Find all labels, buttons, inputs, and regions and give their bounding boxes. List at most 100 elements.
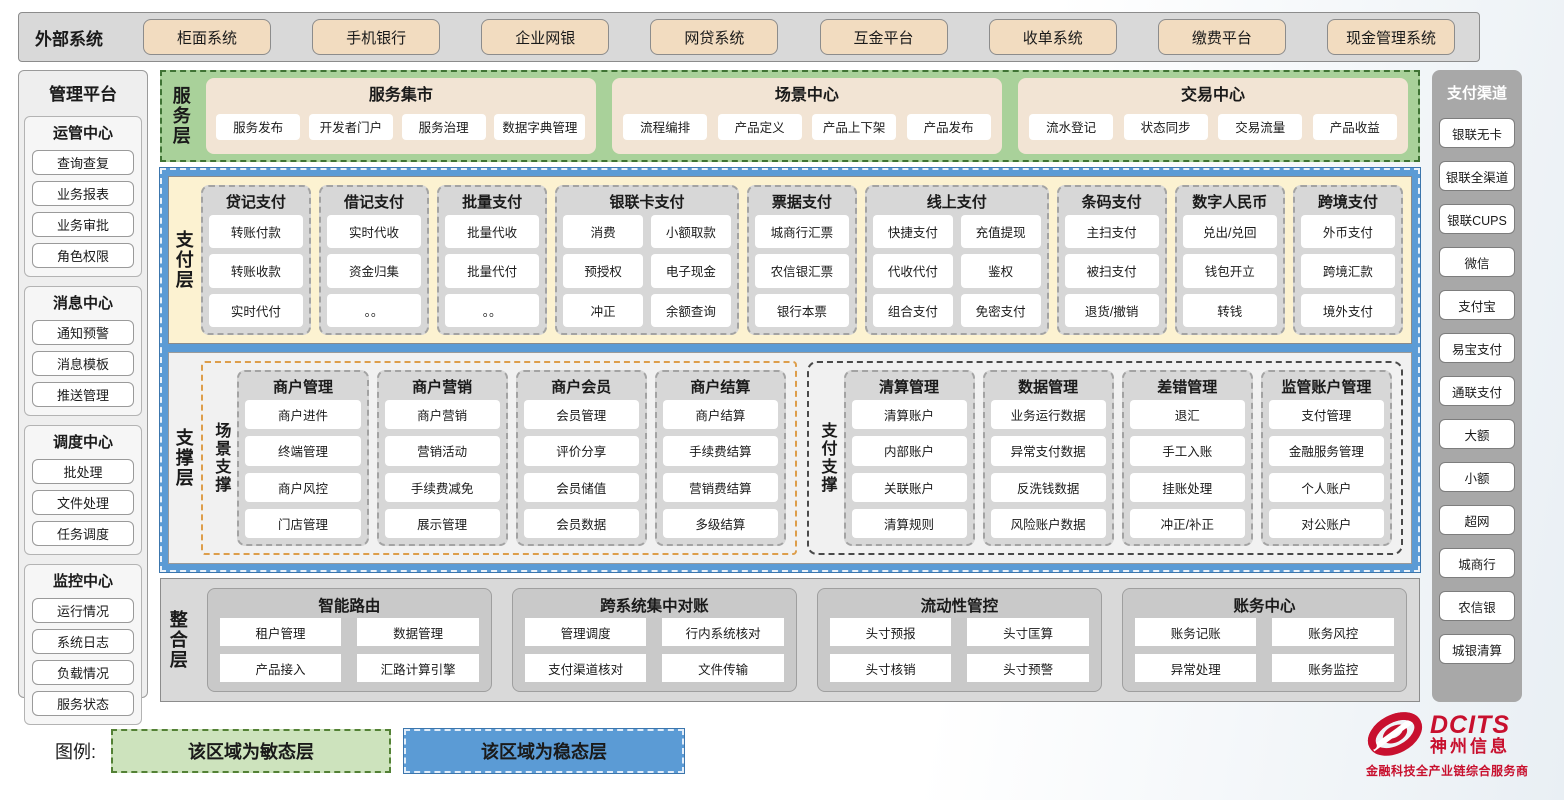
external-system-button: 现金管理系统 [1326, 19, 1455, 55]
service-item-button: 数据字典管理 [494, 113, 586, 140]
support-item-button: 清算账户 [851, 400, 967, 430]
service-item-button: 开发者门户 [308, 113, 393, 140]
management-item-button: 业务审批 [32, 212, 134, 237]
support-column: 商户结算商户结算手续费结算营销费结算多级结算 [654, 370, 786, 546]
management-group-title: 消息中心 [52, 295, 113, 312]
support-item-button: 退汇 [1129, 400, 1245, 430]
payment-column-items: 快捷支付充值提现代收代付鉴权组合支付免密支付 [872, 215, 1041, 327]
management-item-button: 批处理 [32, 459, 134, 484]
management-group-title: 监控中心 [52, 573, 113, 590]
external-system-button: 互金平台 [819, 19, 948, 55]
support-item-button: 反洗钱数据 [990, 472, 1106, 502]
payment-column: 线上支付快捷支付充值提现代收代付鉴权组合支付免密支付 [864, 185, 1049, 335]
support-column: 清算管理清算账户内部账户关联账户清算规则 [843, 370, 975, 546]
payment-column-title: 条码支付 [1081, 194, 1142, 211]
support-column: 商户会员会员管理评价分享会员储值会员数据 [515, 370, 647, 546]
service-group-items: 服务发布开发者门户服务治理数据字典管理 [216, 105, 586, 148]
support-item-button: 商户营销 [384, 400, 500, 430]
payment-column-items: 主扫支付被扫支付退货/撤销 [1064, 215, 1159, 327]
support-column-title: 商户管理 [272, 379, 333, 396]
payment-column: 票据支付城商行汇票农信银汇票银行本票 [746, 185, 857, 335]
management-item-button: 推送管理 [32, 382, 134, 407]
management-item-button: 消息模板 [32, 351, 134, 376]
support-column-items: 商户结算手续费结算营销费结算多级结算 [662, 400, 778, 538]
payment-item-button: 余额查询 [651, 293, 731, 327]
payment-item-button: 城商行汇票 [754, 215, 849, 249]
service-item-button: 产品发布 [906, 113, 991, 140]
management-sidebar: 管理平台 运管中心查询查复业务报表业务审批角色权限消息中心通知预警消息模板推送管… [18, 70, 148, 725]
service-group: 服务集市服务发布开发者门户服务治理数据字典管理 [205, 78, 596, 154]
support-column-items: 会员管理评价分享会员储值会员数据 [523, 400, 639, 538]
payment-channel-button: 银联CUPS [1439, 204, 1515, 234]
support-item-button: 异常支付数据 [990, 436, 1106, 466]
payment-item-button: 。。 [326, 293, 422, 327]
legend-green-box: 该区域为敏态层 [111, 729, 392, 773]
management-sidebar-title: 管理平台 [49, 85, 117, 104]
payment-layer-columns: 贷记支付转账付款转账收款实时代付借记支付实时代收资金归集。。批量支付批量代收批量… [200, 185, 1403, 335]
support-item-button: 门店管理 [245, 508, 361, 538]
support-item-button: 支付管理 [1268, 400, 1384, 430]
legend-items: 该区域为敏态层该区域为稳态层 [111, 729, 685, 773]
external-system-button: 企业网银 [481, 19, 610, 55]
support-column-items: 商户进件终端管理商户风控门店管理 [245, 400, 361, 538]
service-item-button: 流水登记 [1029, 113, 1114, 140]
payment-channel-button: 城银清算 [1439, 634, 1515, 664]
integration-item-button: 账务风控 [1272, 618, 1394, 646]
management-item-button: 负载情况 [32, 660, 134, 685]
payment-item-button: 批量代付 [445, 254, 540, 288]
support-item-button: 营销活动 [384, 436, 500, 466]
external-systems-title: 外部系统 [35, 29, 103, 49]
payment-channel-button: 通联支付 [1439, 376, 1515, 406]
payment-item-button: 转钱 [1182, 293, 1277, 327]
management-item-button: 运行情况 [32, 598, 134, 623]
support-column-title: 商户会员 [551, 379, 612, 396]
payment-channel-button: 超网 [1439, 505, 1515, 535]
service-group-items: 流程编排产品定义产品上下架产品发布 [622, 105, 992, 148]
integration-group: 跨系统集中对账管理调度行内系统核对支付渠道核对文件传输 [511, 588, 797, 692]
support-item-button: 手续费减免 [384, 472, 500, 502]
support-column-items: 支付管理金融服务管理个人账户对公账户 [1268, 400, 1384, 538]
payment-item-button: 实时代收 [326, 215, 422, 249]
payment-item-button: 代收代付 [872, 254, 953, 288]
support-column-items: 业务运行数据异常支付数据反洗钱数据风险账户数据 [990, 400, 1106, 538]
stable-layer-frame: 支付层 贷记支付转账付款转账收款实时代付借记支付实时代收资金归集。。批量支付批量… [160, 168, 1420, 572]
support-group-label: 支付支撑 [818, 422, 836, 494]
payment-item-button: 。。 [445, 293, 540, 327]
payment-channels-title: 支付渠道 [1446, 85, 1507, 102]
integration-group-title: 跨系统集中对账 [600, 598, 709, 615]
payment-channel-button: 支付宝 [1439, 290, 1515, 320]
integration-layer-label: 整合层 [167, 610, 188, 670]
payment-item-button: 主扫支付 [1064, 215, 1159, 249]
dcits-logo-icon [1367, 712, 1423, 756]
management-group: 调度中心批处理文件处理任务调度 [24, 425, 142, 555]
payment-channel-button: 农信银 [1439, 591, 1515, 621]
payment-column-title: 批量支付 [462, 194, 523, 211]
service-item-button: 产品定义 [717, 113, 802, 140]
payment-channel-button: 城商行 [1439, 548, 1515, 578]
management-group-title: 调度中心 [52, 434, 113, 451]
support-column: 数据管理业务运行数据异常支付数据反洗钱数据风险账户数据 [982, 370, 1114, 546]
support-column-items: 商户营销营销活动手续费减免展示管理 [384, 400, 500, 538]
payment-column-title: 银联卡支付 [609, 194, 685, 211]
payment-channel-button: 微信 [1439, 247, 1515, 277]
service-group-title: 服务集市 [368, 87, 433, 104]
payment-column-items: 批量代收批量代付。。 [445, 215, 540, 327]
payment-item-button: 资金归集 [326, 254, 422, 288]
support-item-button: 手续费结算 [662, 436, 778, 466]
integration-item-button: 头寸核销 [829, 654, 952, 682]
support-item-button: 终端管理 [245, 436, 361, 466]
integration-item-button: 头寸匡算 [967, 618, 1089, 646]
payment-column-title: 数字人民币 [1192, 194, 1268, 211]
support-item-button: 会员数据 [523, 508, 639, 538]
service-item-button: 产品上下架 [812, 113, 897, 140]
external-system-button: 收单系统 [988, 19, 1117, 55]
dcits-logo-cn: 神州信息 [1430, 737, 1510, 757]
dcits-logo-name: DCITS [1430, 710, 1510, 739]
service-group: 交易中心流水登记状态同步交易流量产品收益 [1017, 78, 1408, 154]
payment-channel-button: 银联全渠道 [1439, 161, 1515, 191]
support-item-button: 冲正/补正 [1129, 508, 1245, 538]
service-item-button: 流程编排 [623, 113, 708, 140]
support-item-button: 清算规则 [851, 508, 967, 538]
management-group: 运管中心查询查复业务报表业务审批角色权限 [24, 116, 142, 277]
